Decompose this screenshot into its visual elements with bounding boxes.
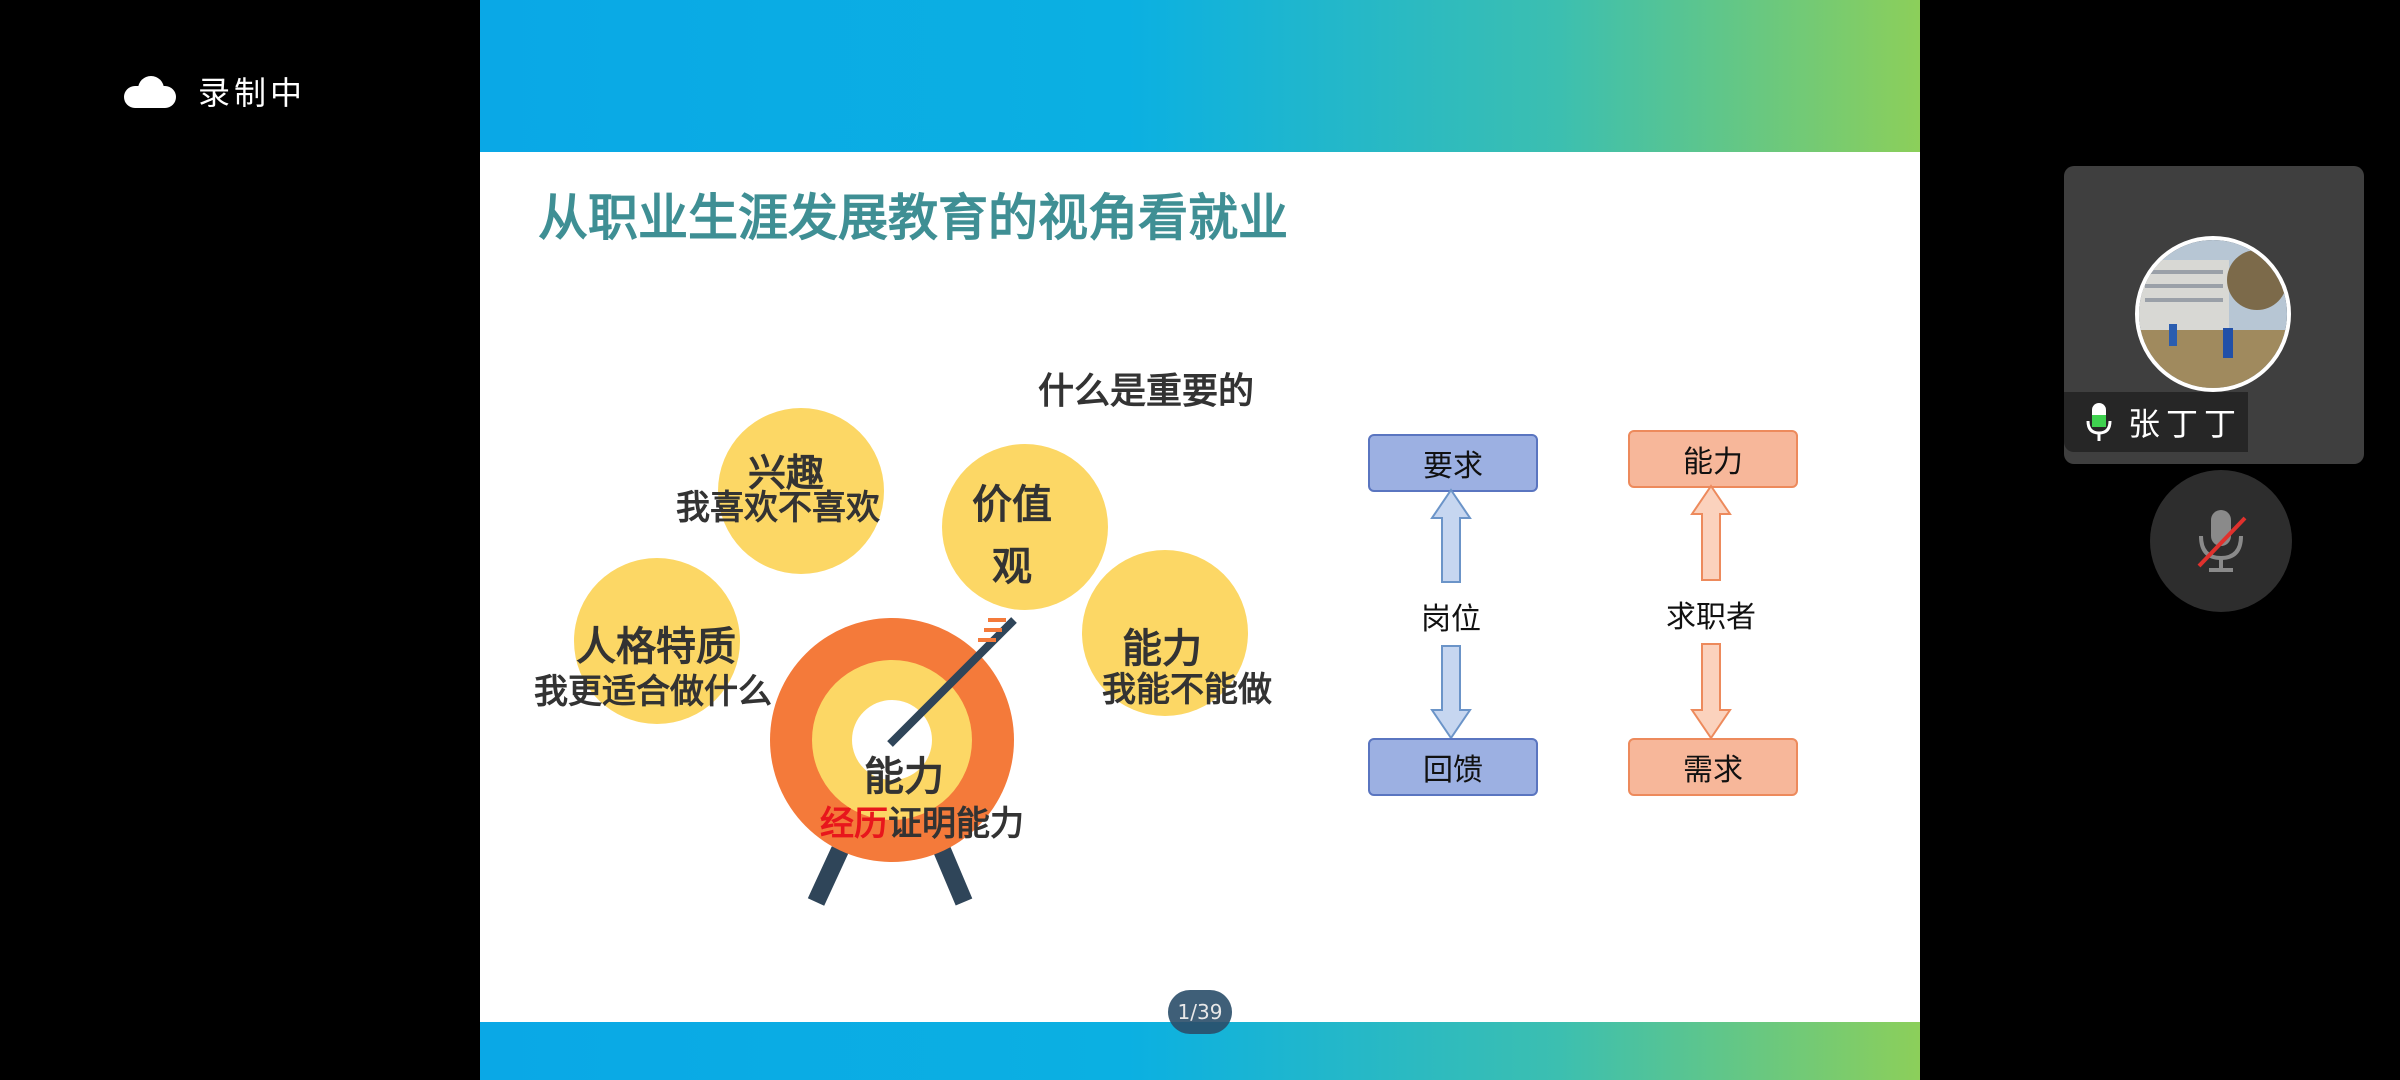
slide-title: 从职业生涯发展教育的视角看就业 xyxy=(538,189,1288,247)
interest-title: 兴趣 xyxy=(748,451,825,495)
target-sub: 经历证明能力 xyxy=(820,796,1024,845)
interest-sub: 我喜欢不喜欢 xyxy=(676,488,880,528)
target-sub-rest: 证明能力 xyxy=(888,804,1024,844)
page-indicator[interactable]: 1/39 xyxy=(1168,990,1232,1034)
personality-title: 人格特质 xyxy=(576,624,736,670)
values-title-line2: 观 xyxy=(992,544,1032,590)
personality-sub: 我更适合做什么 xyxy=(534,672,772,712)
values-circle xyxy=(942,444,1108,610)
requirement-box: 要求 xyxy=(1368,434,1538,492)
up-arrow-icon xyxy=(1430,488,1472,583)
down-arrow-icon xyxy=(1430,645,1472,740)
shared-slide: 从职业生涯发展教育的视角看就业 什么是重要的 兴趣 我喜欢不喜欢 价值 观 人格… xyxy=(480,0,1920,1080)
recording-label: 录制中 xyxy=(198,74,307,112)
participant-tile[interactable]: 张丁丁 xyxy=(2064,166,2364,464)
interest-circle xyxy=(718,408,884,574)
slide-top-band xyxy=(480,0,1920,152)
mic-muted-icon xyxy=(2197,510,2247,572)
cloud-icon xyxy=(124,76,176,108)
position-label: 岗位 xyxy=(1421,590,1481,642)
recording-indicator: 录制中 xyxy=(124,68,306,114)
ability-right-title: 能力 xyxy=(1122,626,1202,672)
avatar-photo xyxy=(2139,240,2287,388)
participant-nametag: 张丁丁 xyxy=(2064,392,2248,452)
participant-name: 张丁丁 xyxy=(2128,405,2243,443)
participant-avatar xyxy=(2135,236,2291,392)
mute-button[interactable] xyxy=(2150,470,2292,612)
target-icon xyxy=(770,617,1017,906)
demand-box: 需求 xyxy=(1628,738,1798,796)
up-arrow-orange-icon xyxy=(1690,484,1732,581)
personality-circle xyxy=(574,558,740,724)
ability-right-circle xyxy=(1082,550,1248,716)
mic-on-icon xyxy=(2086,403,2112,441)
feedback-box: 回馈 xyxy=(1368,738,1538,796)
job-seeker-label: 求职者 xyxy=(1666,588,1756,640)
values-title-line1: 价值 xyxy=(972,482,1052,528)
target-sub-red: 经历 xyxy=(820,804,888,844)
ability-box: 能力 xyxy=(1628,430,1798,488)
important-heading: 什么是重要的 xyxy=(1038,371,1255,412)
down-arrow-orange-icon xyxy=(1690,643,1732,740)
ability-right-sub: 我能不能做 xyxy=(1102,670,1272,710)
target-title: 能力 xyxy=(864,754,944,800)
